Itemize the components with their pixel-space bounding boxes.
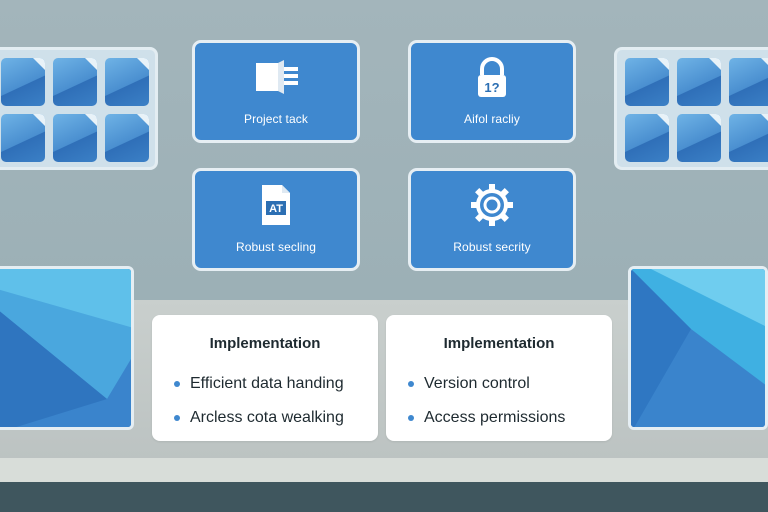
file-tile[interactable] [625,114,669,162]
list-item: Access permissions [408,401,565,435]
implementation-title: Implementation [443,335,555,352]
implementation-card-right: Implementation Version control Access pe… [386,315,612,441]
document-stack-icon [250,55,302,99]
file-grid-panel-right [614,47,768,170]
implementation-list: Efficient data handing Arcless cota weal… [174,367,344,435]
bullet-dot [408,415,414,421]
file-tile[interactable] [729,58,768,106]
bullet-dot [174,381,180,387]
file-tile[interactable] [1,58,45,106]
list-item: Efficient data handing [174,367,344,401]
file-tile[interactable] [1,114,45,162]
file-icon-text: AT [269,203,283,215]
monitor-screen-left [0,266,134,430]
file-grid-panel-left [0,47,158,170]
list-item-label: Access permissions [424,409,566,426]
floor-edge [0,458,768,482]
file-tile[interactable] [677,114,721,162]
feature-card-robust-security[interactable]: Robust secrity [408,168,576,271]
monitor-screen-right [628,266,768,430]
card-label: Robust secling [235,240,317,254]
file-tile[interactable] [53,114,97,162]
gear-icon [469,183,515,227]
feature-card-access[interactable]: 1? Aifol racliy [408,40,576,143]
file-tile[interactable] [677,58,721,106]
card-label: Robust secrity [453,240,531,254]
list-item-label: Efficient data handing [190,375,344,392]
floor [0,482,768,512]
list-item-label: Version control [424,375,530,392]
implementation-title: Implementation [209,335,321,352]
file-icon: AT [258,183,294,227]
feature-card-robust-secling[interactable]: AT Robust secling [192,168,360,271]
card-label: Aifol racliy [464,112,520,126]
padlock-icon: 1? [470,55,514,99]
card-label: Project tack [244,112,308,126]
file-tile[interactable] [105,58,149,106]
file-tile[interactable] [625,58,669,106]
implementation-card-left: Implementation Efficient data handing Ar… [152,315,378,441]
padlock-text: 1? [484,80,499,95]
list-item-label: Arcless cota wealking [190,409,344,426]
feature-card-project-track[interactable]: Project tack [192,40,360,143]
file-tile[interactable] [105,114,149,162]
list-item: Version control [408,367,565,401]
file-tile[interactable] [53,58,97,106]
list-item: Arcless cota wealking [174,401,344,435]
bullet-dot [408,381,414,387]
bullet-dot [174,415,180,421]
implementation-list: Version control Access permissions [408,367,565,435]
file-tile[interactable] [729,114,768,162]
